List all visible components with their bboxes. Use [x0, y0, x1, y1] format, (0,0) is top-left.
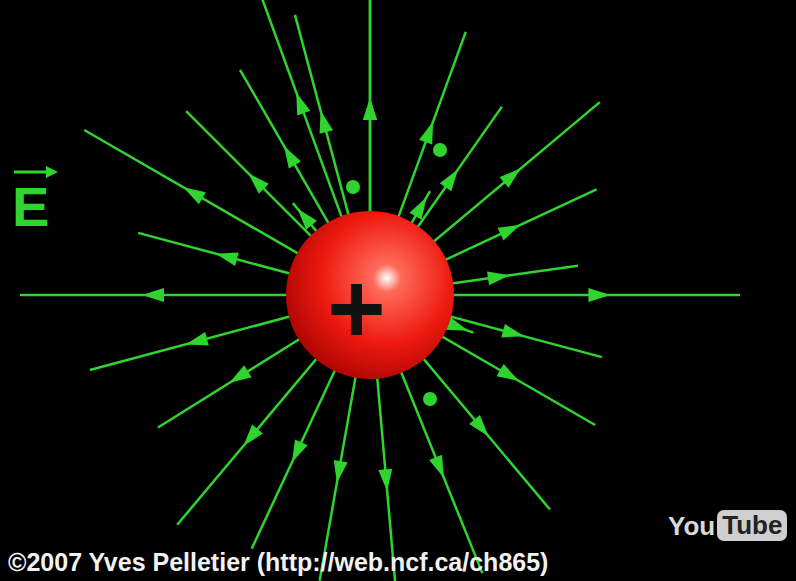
arrowhead [296, 92, 310, 115]
arrowhead [363, 98, 377, 120]
field-symbol: E [12, 176, 49, 238]
field-line [257, 0, 353, 248]
arrowhead [183, 187, 206, 204]
arrowhead [487, 271, 510, 285]
field-dot [423, 392, 437, 406]
arrowhead [498, 225, 521, 241]
arrowhead [378, 469, 392, 492]
arrowhead [216, 253, 239, 267]
arrowhead [500, 168, 521, 188]
field-line [295, 15, 357, 246]
field-line [409, 102, 600, 262]
charge-sign: + [327, 258, 385, 358]
arrowhead [588, 288, 610, 302]
logo-text: You [668, 512, 715, 541]
field-line [402, 334, 550, 510]
arrowhead [297, 208, 317, 229]
field-line [84, 130, 326, 270]
field-line [252, 341, 349, 549]
field-line [90, 308, 321, 370]
arrowhead [497, 364, 520, 381]
arrowhead [469, 415, 489, 436]
arrowhead [320, 111, 334, 134]
arrowhead [248, 173, 269, 194]
field-line [320, 345, 362, 581]
arrowhead [409, 197, 426, 220]
arrowhead [429, 455, 444, 478]
arrowhead [501, 324, 524, 338]
field-line [420, 294, 740, 297]
arrowhead [229, 365, 251, 383]
arrowhead [440, 169, 458, 191]
field-line [369, 0, 372, 245]
arrowhead [363, 98, 377, 120]
field-dot [433, 143, 447, 157]
arrowhead [186, 332, 209, 346]
field-line [369, 0, 372, 245]
arrowhead [334, 460, 348, 483]
arrowhead [284, 146, 301, 169]
arrowhead [419, 122, 433, 145]
field-line [177, 334, 337, 525]
arrowhead [292, 439, 308, 462]
arrowhead [142, 288, 164, 302]
field-line [389, 342, 483, 573]
arrowhead [243, 425, 263, 446]
logo-box-text: Tube [717, 510, 787, 541]
charge-sphere: + [286, 211, 454, 379]
field-line [374, 345, 396, 581]
field-line [20, 294, 320, 297]
copyright-note: ©2007 Yves Pelletier (http://web.ncf.ca/… [8, 549, 548, 577]
field-dot [346, 180, 360, 194]
